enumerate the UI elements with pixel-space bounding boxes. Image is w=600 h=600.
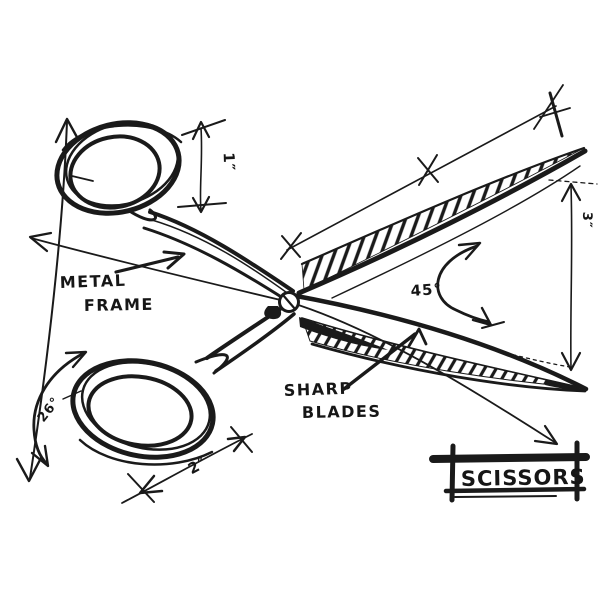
arrowhead-up	[407, 327, 428, 348]
arrowhead-upright	[162, 250, 186, 270]
metal-frame-label: METAL FRAME	[59, 250, 186, 315]
label-line1: SHARP	[283, 379, 352, 400]
top-blade	[296, 146, 588, 299]
arrowhead-down	[191, 195, 211, 214]
arrowhead-downright	[533, 424, 559, 446]
tick-mark	[417, 154, 439, 186]
ink-smudge	[264, 306, 282, 320]
arrowhead-downleft	[138, 474, 164, 495]
angle-arc	[436, 244, 491, 324]
diagonal-dimension	[28, 231, 559, 446]
top-handle-height-dimension: 1″	[177, 119, 239, 214]
handle-loop-inner	[86, 374, 194, 448]
upper-shank	[126, 208, 295, 302]
dimension-line	[199, 127, 203, 211]
sketch-stroke	[194, 353, 229, 375]
title-box-top	[429, 453, 590, 463]
sharp-blades-label: SHARP BLADES	[283, 327, 428, 422]
blade-spine	[288, 292, 589, 392]
handle-angle-annotation: 26°	[30, 350, 88, 468]
overall-height-dimension	[15, 117, 80, 483]
blade-edge	[301, 317, 584, 389]
blade-spine	[296, 148, 588, 296]
pivot-screw	[264, 291, 300, 320]
arrowhead-upright	[64, 350, 88, 369]
frame-edge	[148, 210, 295, 293]
title-block: SCISSORS	[429, 440, 590, 503]
arrowhead-upleft	[28, 231, 53, 253]
frame-edge	[142, 226, 288, 302]
blade-edge	[300, 146, 586, 266]
arrowhead-up	[54, 117, 80, 144]
frame-edge	[214, 312, 296, 373]
angle-arc	[32, 351, 86, 466]
title-box-bottom-sketch	[454, 495, 557, 498]
title-box-left	[449, 443, 456, 503]
dimension-line	[569, 185, 573, 369]
sketch-stroke	[78, 438, 214, 466]
screw-slot	[281, 293, 297, 311]
tick-mark	[177, 202, 227, 208]
blade-tip-shading	[545, 380, 586, 391]
top-handle	[54, 120, 183, 216]
bottom-handle	[70, 358, 216, 466]
scissors-drawing	[54, 120, 589, 466]
dimension-value: 3″	[579, 211, 595, 228]
leader-dash	[62, 390, 82, 400]
sketch-stroke	[71, 175, 94, 182]
arrowhead-down	[560, 351, 582, 372]
extension-dashes	[505, 352, 571, 368]
blade-angle-annotation: 45°	[410, 241, 505, 329]
arrowhead-upright	[226, 435, 247, 453]
dimension-line	[30, 237, 557, 444]
sketch-stroke	[61, 124, 183, 152]
sketch-stroke	[331, 165, 581, 299]
dimension-value: 1″	[220, 152, 239, 172]
blade-heel-shading	[299, 317, 388, 350]
title-box-bottom	[443, 486, 587, 494]
arrowhead-upright	[457, 241, 482, 261]
leader-line	[114, 255, 180, 274]
sketch-stroke	[151, 219, 291, 296]
arrowhead-down	[30, 444, 50, 468]
arrowhead-down	[15, 456, 43, 483]
tick-mark	[280, 232, 302, 260]
tick-mark	[548, 91, 564, 138]
arrowhead-up	[191, 120, 211, 141]
bottom-blade	[288, 292, 589, 393]
tick-mark	[127, 473, 155, 503]
label-line1: METAL	[59, 271, 126, 292]
arrowhead-down	[471, 306, 493, 327]
extension-dashes	[548, 179, 598, 185]
handle-loop-inner	[68, 134, 162, 210]
dimension-line	[121, 433, 253, 504]
tick-mark	[481, 321, 505, 329]
arrowhead-up	[560, 182, 582, 203]
angle-value: 45°	[410, 280, 443, 300]
leader-line	[342, 332, 417, 391]
blade-edge	[310, 342, 587, 393]
title-text: SCISSORS	[461, 465, 586, 491]
dimension-line	[29, 120, 68, 479]
tick-mark	[533, 84, 571, 130]
blade-length-dimension	[280, 84, 571, 260]
blade-spread-dimension: 3″	[505, 179, 598, 372]
label-line2: FRAME	[84, 295, 154, 315]
label-line2: BLADES	[302, 402, 382, 422]
